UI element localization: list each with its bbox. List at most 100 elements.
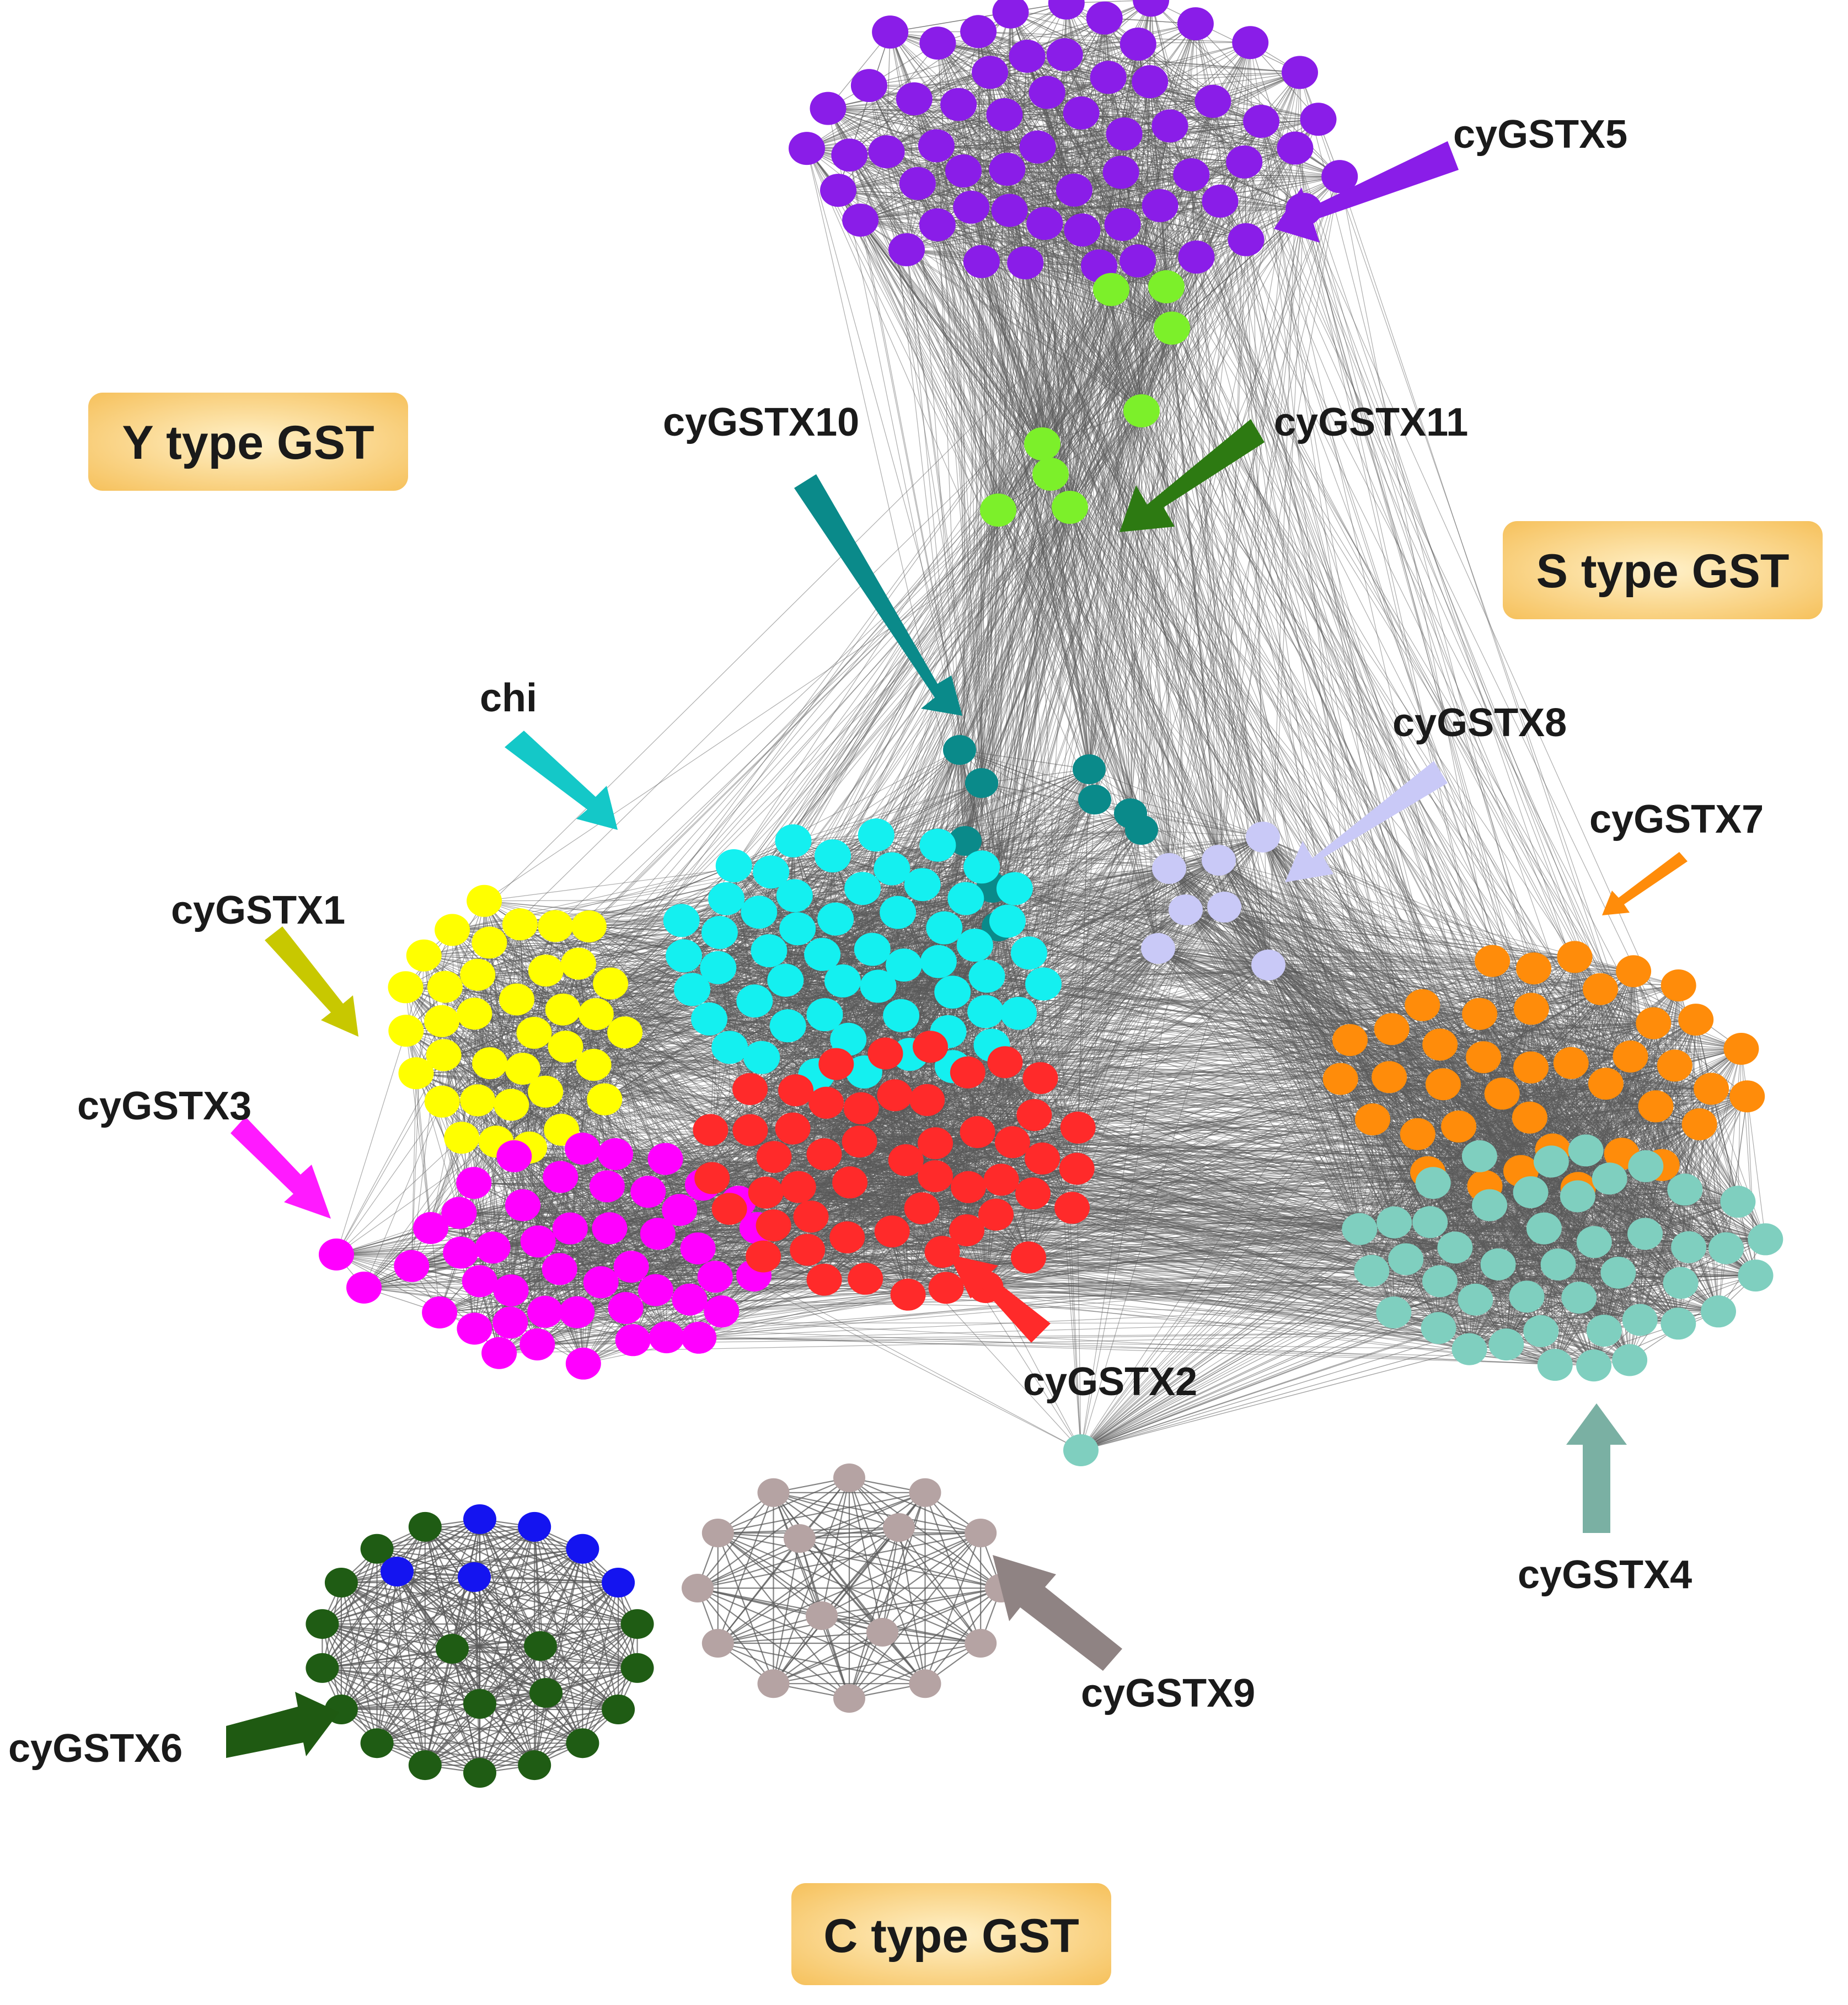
edge xyxy=(341,1582,541,1647)
edge xyxy=(981,510,999,784)
edge xyxy=(1069,507,1263,838)
edge xyxy=(425,1526,619,1584)
edge xyxy=(474,1576,619,1584)
edge xyxy=(697,1492,774,1589)
edge xyxy=(322,1668,426,1766)
edge xyxy=(322,1519,480,1669)
edge xyxy=(881,1492,926,1633)
edge xyxy=(341,1582,638,1625)
edge xyxy=(849,154,938,226)
edge xyxy=(377,1708,619,1744)
edge xyxy=(474,1576,638,1625)
edge xyxy=(1141,829,1263,838)
edge xyxy=(1166,101,1213,287)
edge xyxy=(1094,799,1269,966)
edge xyxy=(582,1623,638,1744)
network-edges xyxy=(322,0,1766,1774)
edge xyxy=(936,146,982,784)
edge xyxy=(1224,162,1245,908)
edge xyxy=(821,1532,981,1616)
edge xyxy=(717,1538,800,1644)
edge xyxy=(341,1577,475,1710)
edge xyxy=(1081,112,1766,1240)
edge xyxy=(377,1645,541,1744)
edge xyxy=(341,1526,535,1710)
edge xyxy=(971,207,1172,329)
edge xyxy=(1047,92,1213,102)
edge xyxy=(697,1532,981,1589)
edge xyxy=(936,146,960,750)
edge xyxy=(882,1631,981,1644)
edge xyxy=(484,507,1070,902)
edge xyxy=(405,286,1167,1031)
edge xyxy=(697,1538,800,1589)
edge xyxy=(717,1532,883,1633)
edge xyxy=(479,1703,583,1744)
edge xyxy=(424,1526,453,1649)
edge xyxy=(1150,0,1300,73)
edge xyxy=(396,1571,426,1766)
edge xyxy=(963,170,1172,329)
edge xyxy=(473,1577,481,1704)
edge xyxy=(998,77,1109,511)
edge xyxy=(534,1526,638,1625)
edge xyxy=(545,1623,638,1693)
edge xyxy=(717,1532,822,1616)
edge xyxy=(479,1518,619,1584)
edge xyxy=(754,474,1051,1001)
edge xyxy=(322,1526,426,1625)
edge xyxy=(793,410,1142,841)
edge xyxy=(898,1527,926,1684)
edge xyxy=(821,1615,981,1644)
edge xyxy=(377,1548,638,1669)
edge xyxy=(1104,18,1263,838)
edge xyxy=(322,1582,619,1625)
edge xyxy=(981,769,1090,784)
edge xyxy=(582,1548,638,1669)
edge xyxy=(717,1615,822,1644)
edge xyxy=(717,1527,899,1644)
edge xyxy=(534,1582,619,1766)
edge xyxy=(397,1571,541,1647)
edge xyxy=(322,1526,426,1669)
edge xyxy=(1268,964,1440,1045)
edge xyxy=(474,1577,541,1647)
edge xyxy=(540,1645,638,1669)
edge xyxy=(882,1532,981,1633)
edge xyxy=(821,1615,850,1699)
edge xyxy=(881,1527,900,1633)
edge xyxy=(897,813,1131,913)
edge xyxy=(1141,176,1340,830)
edge xyxy=(978,31,1167,287)
edge xyxy=(322,1571,398,1669)
edge xyxy=(452,1648,547,1693)
edge xyxy=(340,1526,426,1710)
edge xyxy=(1149,81,1245,163)
edge xyxy=(322,1623,480,1704)
edge xyxy=(773,1492,850,1699)
edge xyxy=(1050,474,1186,910)
edge xyxy=(981,410,1142,867)
edge xyxy=(1050,474,1170,869)
edge xyxy=(425,1526,619,1710)
edge xyxy=(1141,410,1225,908)
edge xyxy=(1158,176,1340,949)
edge xyxy=(341,1582,480,1704)
edge xyxy=(717,1532,850,1699)
edge xyxy=(322,1623,378,1744)
edge xyxy=(890,31,1295,149)
edge xyxy=(1171,328,1219,861)
edge xyxy=(773,1492,899,1529)
edge xyxy=(794,410,1142,896)
edge xyxy=(1191,174,1340,177)
edge xyxy=(1111,289,1263,838)
edge xyxy=(474,1577,547,1693)
edge xyxy=(1069,507,1186,910)
edge xyxy=(424,1526,481,1704)
edge xyxy=(376,1648,453,1744)
edge xyxy=(1224,907,1575,957)
edge xyxy=(540,1645,619,1710)
edge xyxy=(937,224,982,784)
edge xyxy=(959,749,1263,838)
